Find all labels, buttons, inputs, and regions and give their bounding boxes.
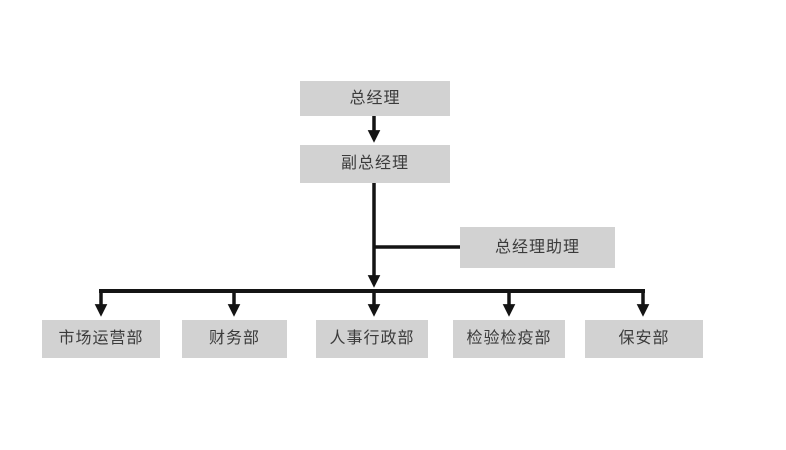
node-label: 财务部 (208, 330, 260, 347)
node-label: 市场运营部 (58, 330, 144, 347)
node-dept-inspection-quarantine: 检验检疫部 (453, 320, 565, 358)
node-dept-finance: 财务部 (182, 320, 287, 358)
node-label: 检验检疫部 (466, 330, 552, 347)
node-label: 人事行政部 (329, 330, 415, 347)
node-dept-hr-admin: 人事行政部 (316, 320, 428, 358)
node-general-manager: 总经理 (300, 81, 450, 116)
node-dept-market-operations: 市场运营部 (42, 320, 160, 358)
node-deputy-general-manager: 副总经理 (300, 145, 450, 183)
node-label: 副总经理 (340, 155, 409, 172)
node-label: 保安部 (618, 330, 670, 347)
node-label: 总经理助理 (494, 238, 580, 256)
node-dept-security: 保安部 (585, 320, 703, 358)
node-gm-assistant: 总经理助理 (460, 227, 615, 268)
node-label: 总经理 (349, 89, 401, 107)
